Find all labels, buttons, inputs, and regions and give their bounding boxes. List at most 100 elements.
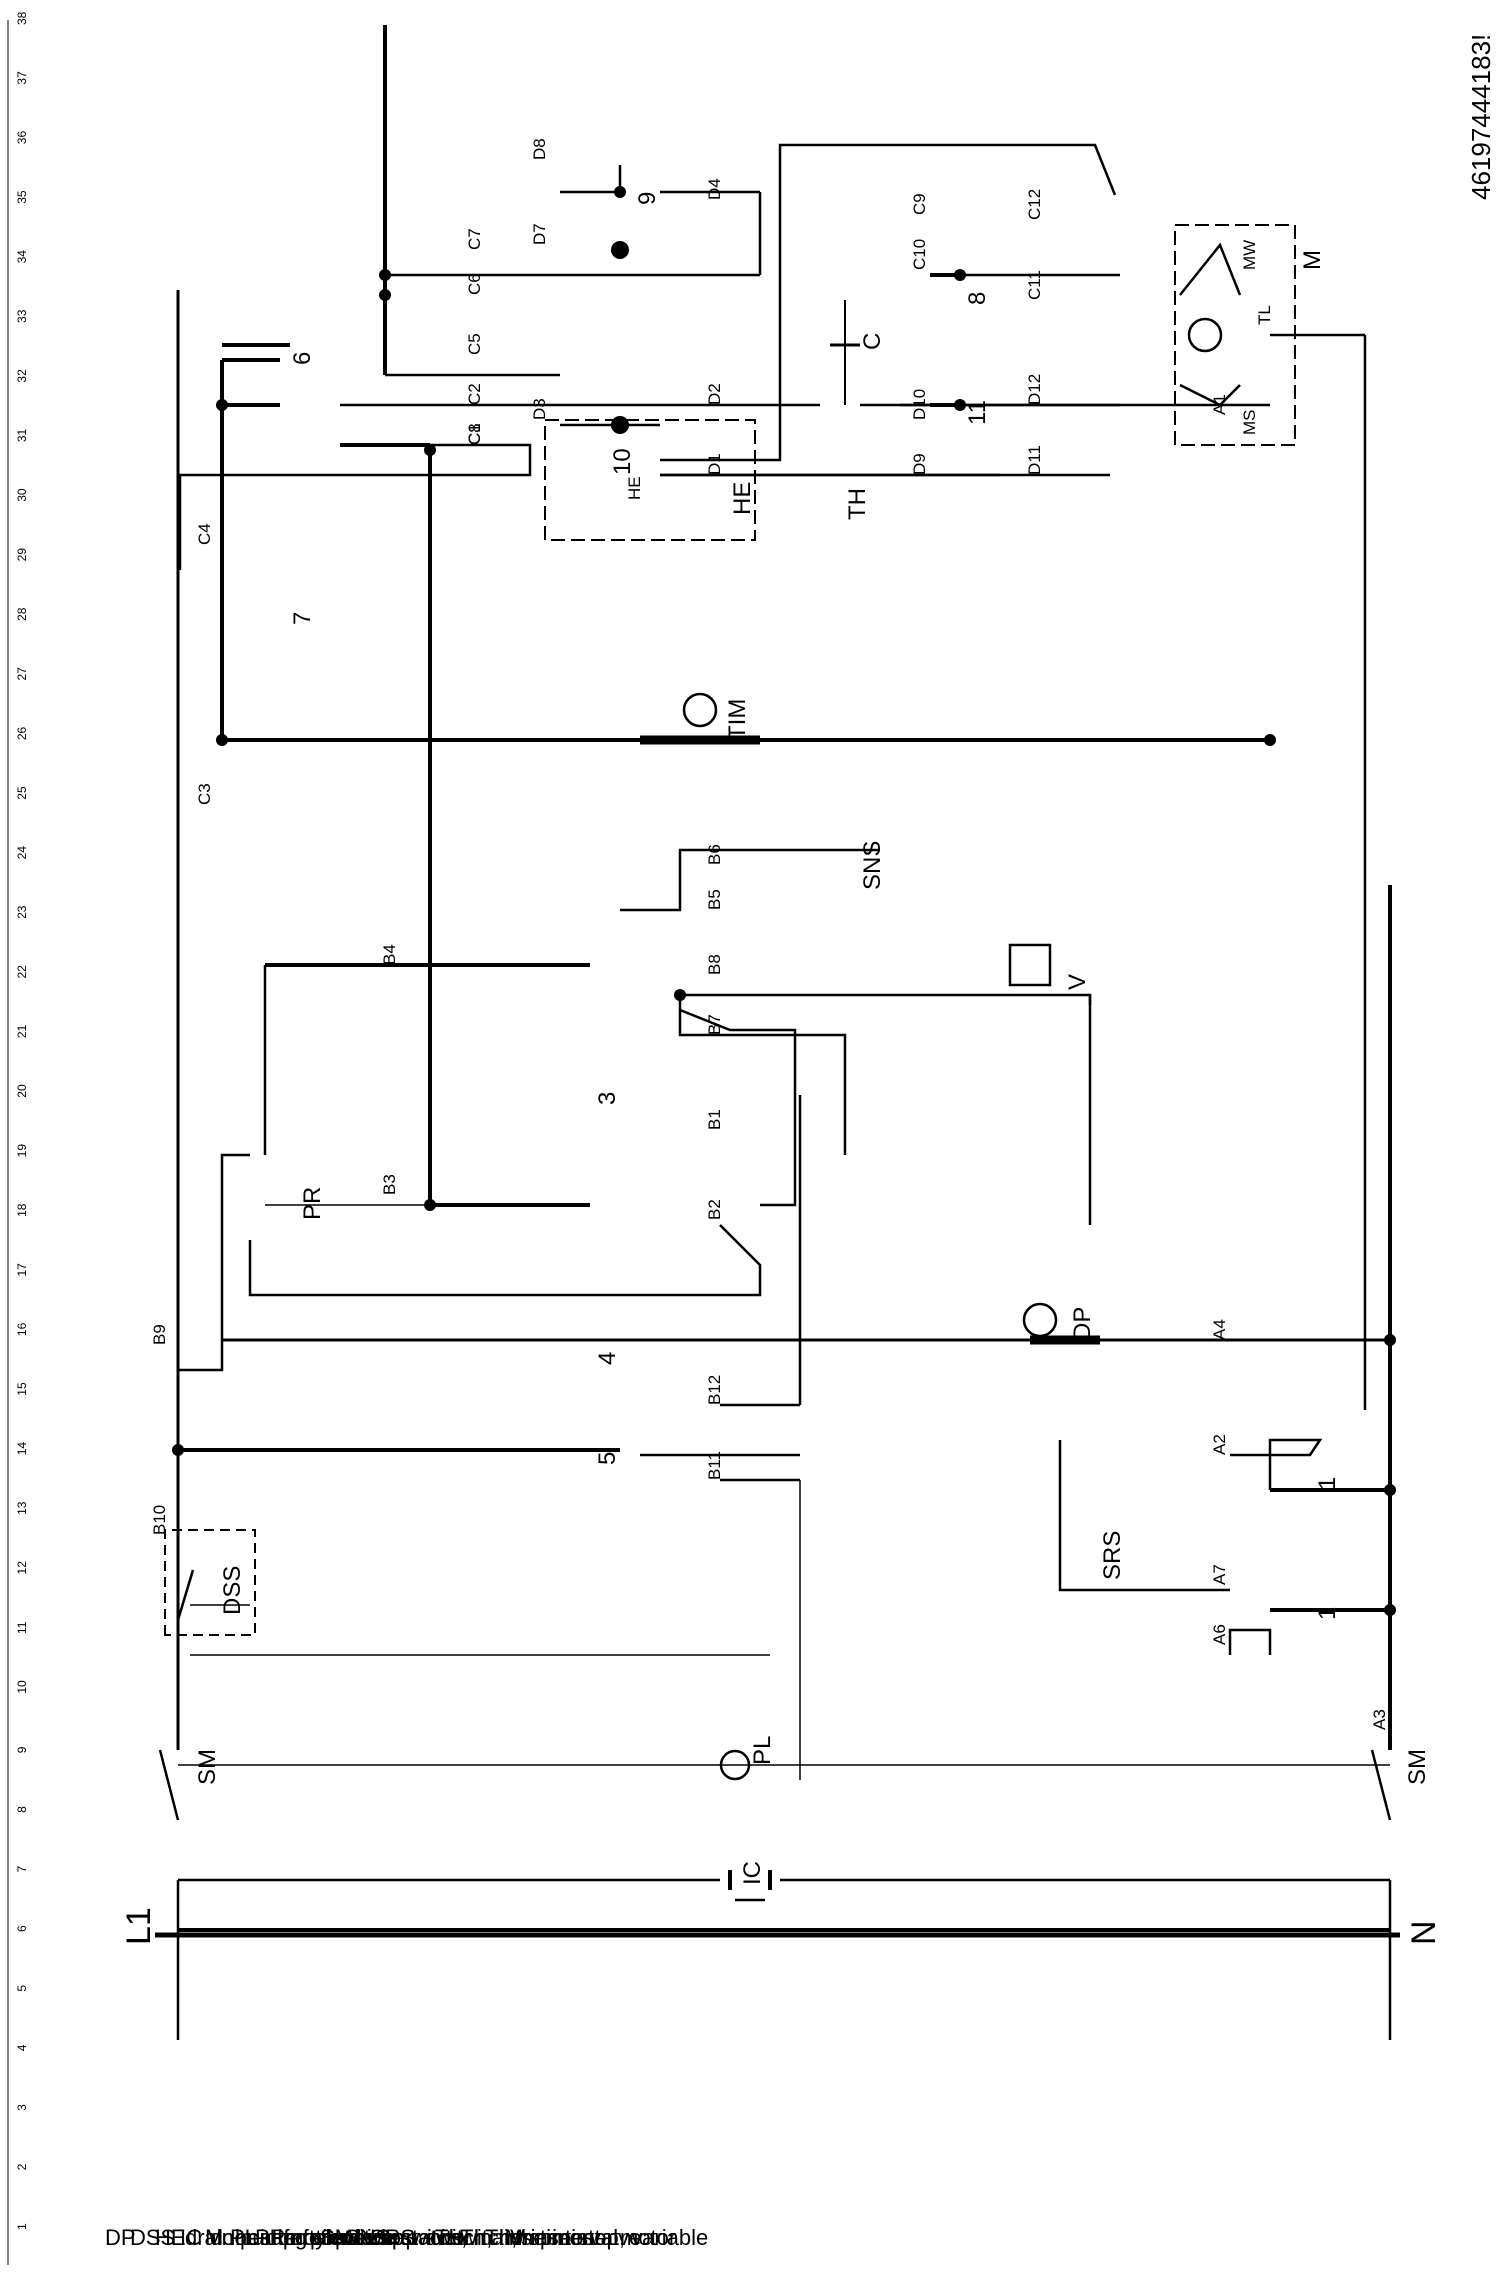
- margin-scale-number: 12: [15, 1561, 29, 1575]
- margin-scale-number: 4: [15, 2044, 29, 2051]
- margin-scale-number: 2: [15, 2163, 29, 2170]
- legend-text: heating element: [235, 2225, 392, 2250]
- margin-scale-number: 13: [15, 1501, 29, 1515]
- legend-code: V: [510, 2225, 525, 2250]
- wire-a1: A1: [1210, 394, 1229, 415]
- label-tl: TL: [1255, 305, 1274, 325]
- legend-text: thermostat, variable: [515, 2225, 708, 2250]
- wire-a6: A6: [1210, 1624, 1229, 1645]
- cam-1-upper: 1: [1314, 1477, 1341, 1490]
- cam-1-lower: 1: [1314, 1607, 1341, 1620]
- wire-d10: D10: [910, 389, 929, 420]
- margin-scale-number: 32: [15, 369, 29, 383]
- legend-text: interference capacitor: [260, 2225, 472, 2250]
- legend-code: SM: [320, 2225, 353, 2250]
- margin-scale-number: 26: [15, 726, 29, 740]
- legend-code: TI: [460, 2225, 480, 2250]
- margin-scale-number: 31: [15, 428, 29, 442]
- legend-code: PR: [255, 2225, 286, 2250]
- wire-b7: B7: [705, 1014, 724, 1035]
- wire-c2: C2: [465, 383, 484, 405]
- wire-d11: D11: [1025, 445, 1044, 475]
- margin-scale-number: 18: [15, 1203, 29, 1217]
- wire-c11: C11: [1025, 270, 1044, 300]
- label-pl: PL: [749, 1736, 776, 1765]
- legend-text: timer: [540, 2225, 589, 2250]
- legend-code: SRS: [370, 2225, 415, 2250]
- legend-code: IC: [180, 2225, 202, 2250]
- label-mw: MW: [1240, 240, 1259, 270]
- wire-c4: C4: [195, 523, 214, 545]
- legend-code: TH: [435, 2225, 464, 2250]
- margin-scale-number: 6: [15, 1925, 29, 1932]
- margin-scale-number: 28: [15, 607, 29, 621]
- legend-code: M: [205, 2225, 223, 2250]
- wire-b5: B5: [705, 889, 724, 910]
- legend-text: door saferty switch: [210, 2225, 393, 2250]
- legend-text: pressostat: [335, 2225, 437, 2250]
- label-ms: MS: [1240, 410, 1259, 436]
- legend-text: switch, no spin: [425, 2225, 569, 2250]
- label-th: TH: [844, 488, 871, 520]
- margin-scale-number: 10: [15, 1680, 29, 1694]
- label-v: V: [1064, 974, 1091, 990]
- label-he: HE: [729, 482, 756, 515]
- legend-text: pilot lamp: [310, 2225, 404, 2250]
- wire-c10: C10: [910, 239, 929, 270]
- margin-scale-number: 36: [15, 131, 29, 145]
- legend-text: switch, rinse stop: [450, 2225, 619, 2250]
- wire-d12: D12: [1025, 374, 1044, 405]
- wire-d7: D7: [530, 223, 549, 245]
- margin-scale-number: 30: [15, 488, 29, 502]
- label-he-inner: HE: [625, 476, 644, 500]
- margin-scale-number: 29: [15, 548, 29, 562]
- margin-scale-number: 37: [15, 71, 29, 85]
- wire-c3: C3: [195, 783, 214, 805]
- wire-c9: C9: [910, 193, 929, 215]
- wire-a7: A7: [1210, 1564, 1229, 1585]
- margin-scale-number: 25: [15, 786, 29, 800]
- label-sm-bottom: SM: [1404, 1749, 1431, 1785]
- wire-a3: A3: [1370, 1709, 1389, 1730]
- wire-b9: B9: [150, 1324, 169, 1345]
- wire-c1: C1: [465, 423, 484, 445]
- cam-5: 5: [594, 1452, 621, 1465]
- wire-b8: B8: [705, 954, 724, 975]
- margin-scale-number: 7: [15, 1865, 29, 1872]
- wire-c6: C6: [465, 273, 484, 295]
- legend-code: DSS: [130, 2225, 175, 2250]
- wire-c7: C7: [465, 228, 484, 250]
- cam-4: 4: [594, 1352, 621, 1365]
- margin-scale-number: 1: [15, 2223, 29, 2230]
- wire-d3: D3: [530, 398, 549, 420]
- wire-d8: D8: [530, 138, 549, 160]
- margin-scale-number: 24: [15, 846, 29, 860]
- margin-scale-number: 34: [15, 250, 29, 264]
- label-ic: IC: [739, 1861, 766, 1885]
- margin-scale-number: 8: [15, 1806, 29, 1813]
- legend-code: HE: [155, 2225, 186, 2250]
- legend-code: DP: [105, 2225, 136, 2250]
- wire-b3: B3: [380, 1174, 399, 1195]
- cam-10: 10: [609, 448, 636, 475]
- wire-b2: B2: [705, 1199, 724, 1220]
- label-dss: DSS: [219, 1566, 246, 1615]
- cam-3: 3: [594, 1092, 621, 1105]
- cam-6: 6: [289, 352, 316, 365]
- wire-c8: C8: [465, 423, 484, 445]
- legend-code: SNS: [345, 2225, 390, 2250]
- label-sns: SNS: [859, 841, 886, 890]
- margin-scale-number: 27: [15, 667, 29, 681]
- margin-scale-number: 17: [15, 1263, 29, 1277]
- margin-scale-number: 22: [15, 965, 29, 979]
- label-m: M: [1299, 250, 1326, 270]
- wire-c5: C5: [465, 333, 484, 355]
- legend-text: motor drive: [285, 2225, 395, 2250]
- label-tim: TIM: [724, 699, 751, 740]
- label-pr: PR: [299, 1187, 326, 1220]
- legend-code: PL: [230, 2225, 257, 2250]
- margin-scale-number: 21: [15, 1024, 29, 1038]
- margin-scale-number: 19: [15, 1144, 29, 1158]
